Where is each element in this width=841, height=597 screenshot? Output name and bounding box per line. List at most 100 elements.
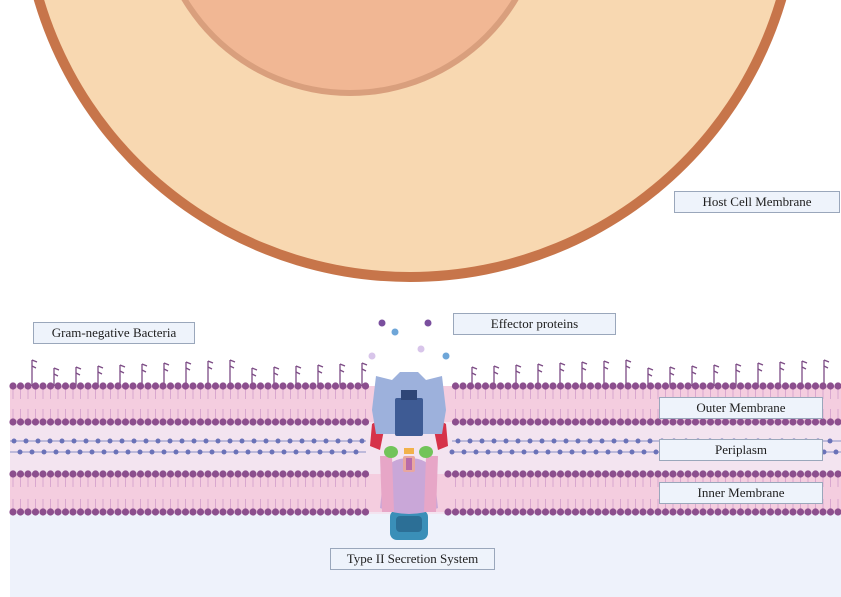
- lipid-head: [812, 470, 819, 477]
- lipid-head: [504, 418, 511, 425]
- lipid-head: [489, 382, 496, 389]
- lipid-head: [77, 382, 84, 389]
- lipid-head: [467, 418, 474, 425]
- lipid-head: [609, 508, 616, 515]
- lipid-head: [332, 470, 339, 477]
- lipid-head: [39, 418, 46, 425]
- lipid-head: [572, 470, 579, 477]
- glycan-bead: [582, 450, 587, 455]
- lipid-head: [534, 470, 541, 477]
- glycan-bead: [522, 450, 527, 455]
- lipid-head: [564, 508, 571, 515]
- lipid-head: [362, 508, 369, 515]
- glycan-bead: [612, 439, 617, 444]
- lipid-head: [692, 508, 699, 515]
- lipid-head: [272, 508, 279, 515]
- lps-branch: [340, 364, 345, 366]
- lipid-head: [602, 470, 609, 477]
- lipid-head: [347, 508, 354, 515]
- lipid-head: [527, 382, 534, 389]
- lipid-head: [69, 470, 76, 477]
- lipid-head: [182, 508, 189, 515]
- lipid-head: [99, 418, 106, 425]
- lipid-head: [609, 418, 616, 425]
- pilus-subunit-top: [404, 448, 414, 454]
- lipid-head: [362, 382, 369, 389]
- lipid-head: [707, 418, 714, 425]
- lipid-head: [474, 418, 481, 425]
- lipid-head: [602, 418, 609, 425]
- lipid-head: [549, 508, 556, 515]
- lipid-head: [332, 382, 339, 389]
- lipid-head: [287, 382, 294, 389]
- lipid-head: [714, 470, 721, 477]
- lipid-head: [662, 382, 669, 389]
- lipid-head: [257, 470, 264, 477]
- lipid-head: [722, 470, 729, 477]
- lipid-head: [204, 382, 211, 389]
- lipid-head: [32, 508, 39, 515]
- lipid-head: [459, 470, 466, 477]
- lipid-head: [159, 508, 166, 515]
- lipid-head: [527, 470, 534, 477]
- lipid-head: [69, 508, 76, 515]
- lipid-head: [474, 382, 481, 389]
- glycan-bead: [108, 439, 113, 444]
- lps-branch: [98, 366, 103, 368]
- lipid-head: [797, 382, 804, 389]
- lipid-head: [92, 470, 99, 477]
- lipid-head: [594, 470, 601, 477]
- lipid-head: [617, 382, 624, 389]
- lps-branch: [758, 363, 763, 365]
- lipid-head: [129, 508, 136, 515]
- glycan-bead: [492, 439, 497, 444]
- glycan-bead: [468, 439, 473, 444]
- glycan-bead: [636, 439, 641, 444]
- lipid-head: [752, 470, 759, 477]
- lipid-head: [54, 382, 61, 389]
- lipid-head: [752, 508, 759, 515]
- lipid-head: [579, 382, 586, 389]
- lipid-head: [767, 382, 774, 389]
- lipid-head: [264, 508, 271, 515]
- lipid-head: [309, 470, 316, 477]
- glycan-bead: [72, 439, 77, 444]
- lipid-head: [9, 382, 16, 389]
- effector-protein: [392, 329, 399, 336]
- lipid-head: [279, 508, 286, 515]
- inner-platform-left-arm: [380, 456, 394, 512]
- lipid-head: [317, 382, 324, 389]
- lipid-head: [189, 418, 196, 425]
- glycan-bead: [834, 450, 839, 455]
- lipid-head: [797, 470, 804, 477]
- lipid-head: [257, 508, 264, 515]
- effector-protein: [425, 320, 432, 327]
- lipid-head: [77, 508, 84, 515]
- lipid-head: [69, 382, 76, 389]
- lipid-head: [587, 470, 594, 477]
- lps-branch: [76, 367, 81, 369]
- glycan-bead: [102, 450, 107, 455]
- lipid-head: [654, 418, 661, 425]
- lipid-head: [47, 418, 54, 425]
- lipid-head: [812, 508, 819, 515]
- lipid-head: [602, 508, 609, 515]
- lipid-head: [317, 470, 324, 477]
- lipid-head: [827, 382, 834, 389]
- glycan-bead: [558, 450, 563, 455]
- lps-branch: [802, 361, 807, 363]
- lipid-head: [744, 418, 751, 425]
- lipid-head: [122, 508, 129, 515]
- lps-branch: [692, 366, 697, 368]
- lps-branch: [472, 367, 477, 369]
- lipid-head: [729, 470, 736, 477]
- lipid-head: [249, 418, 256, 425]
- lipid-head: [774, 470, 781, 477]
- lps-branch: [164, 363, 169, 365]
- glycan-bead: [114, 450, 119, 455]
- lipid-head: [504, 470, 511, 477]
- lipid-head: [542, 418, 549, 425]
- lipid-head: [189, 508, 196, 515]
- lps-branch: [32, 360, 37, 362]
- lipid-head: [594, 418, 601, 425]
